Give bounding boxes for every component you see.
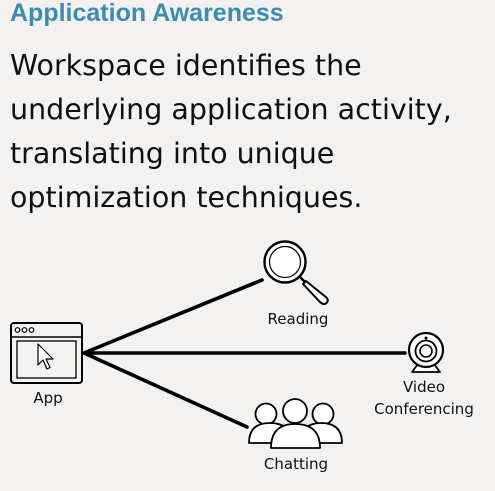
node-label-line: Conferencing — [374, 400, 474, 418]
page-heading: Application Awareness — [10, 0, 284, 27]
node-label-line: Video — [402, 378, 446, 396]
node-label-app: App — [33, 389, 63, 407]
description-line: optimization techniques. — [10, 181, 363, 214]
node-label-video-conferencing: Video Conferencing — [369, 376, 479, 420]
connector-reading — [82, 278, 264, 355]
webcam-icon — [407, 331, 445, 373]
node-label-reading: Reading — [267, 310, 329, 328]
description-text: Workspace identifies the underlying appl… — [10, 44, 452, 220]
people-group-icon — [248, 398, 343, 449]
magnifying-glass-icon — [263, 240, 329, 305]
description-line: translating into unique — [10, 137, 335, 170]
description-line: underlying application activity, — [10, 93, 452, 126]
app-window-cursor-icon — [10, 322, 83, 384]
connector-chatting — [82, 351, 249, 429]
node-label-chatting: Chatting — [263, 455, 329, 473]
description-line: Workspace identifies the — [10, 49, 362, 82]
